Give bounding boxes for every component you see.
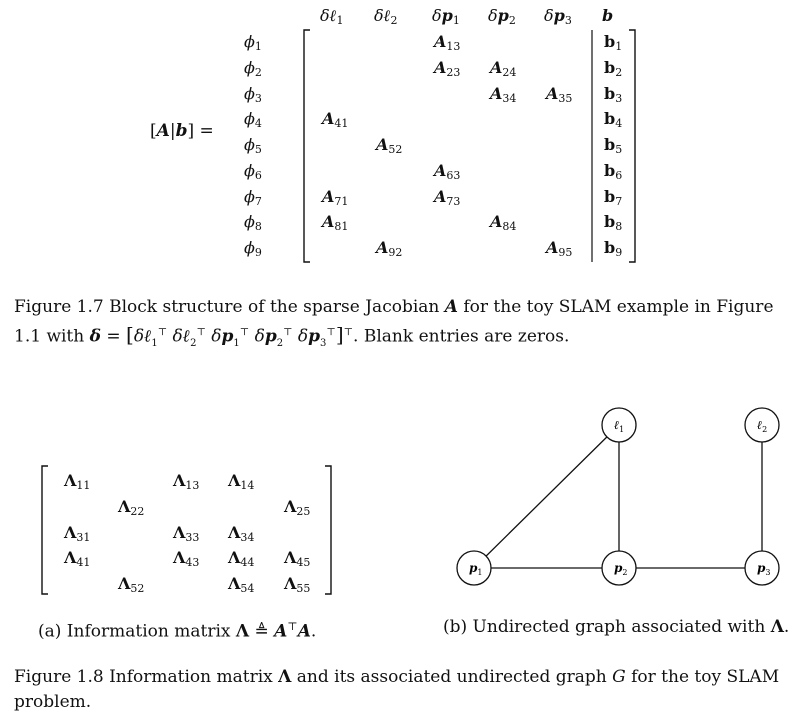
graph-node: p1 [456, 550, 492, 586]
b-entry: b4 [604, 109, 623, 131]
jacobian-block: A73 [434, 187, 461, 209]
jacobian-block: A52 [376, 135, 403, 157]
lambda-block: Λ11 [64, 471, 91, 493]
row-header: ϕ7 [244, 187, 262, 209]
lambda-block: Λ31 [64, 523, 91, 545]
jacobian-block: A92 [376, 238, 403, 260]
lambda-block: Λ44 [228, 548, 255, 570]
b-entry: b1 [604, 32, 623, 54]
jacobian-block: A34 [490, 84, 517, 106]
lhs-label: [A|b] = [150, 121, 214, 141]
subcaption-b: (b) Undirected graph associated with Λ. [443, 617, 790, 637]
subcaption-a: (a) Information matrix Λ ≜ A⊤A. [38, 620, 317, 642]
row-header: ϕ1 [244, 32, 262, 54]
graph-node-label: ℓ1 [614, 418, 624, 434]
column-header: δp1 [432, 6, 460, 28]
jacobian-block: A95 [546, 238, 573, 260]
b-entry: b7 [604, 187, 623, 209]
row-header: ϕ3 [244, 84, 262, 106]
column-header: δℓ2 [374, 6, 398, 28]
row-header: ϕ2 [244, 58, 262, 80]
lambda-block: Λ45 [284, 548, 311, 570]
graph-node-label: ℓ2 [757, 418, 767, 434]
figure-1-7-caption: Figure 1.7 Block structure of the sparse… [14, 297, 774, 350]
lambda-block: Λ14 [228, 471, 255, 493]
column-header: b [602, 6, 614, 25]
jacobian-block: A81 [322, 212, 349, 234]
lambda-block: Λ54 [228, 574, 255, 596]
lambda-block: Λ55 [284, 574, 311, 596]
graph-node: p3 [744, 550, 780, 586]
lambda-block: Λ13 [173, 471, 200, 493]
lambda-block: Λ43 [173, 548, 200, 570]
jacobian-block: A84 [490, 212, 517, 234]
b-entry: b2 [604, 58, 623, 80]
lambda-block: Λ52 [118, 574, 145, 596]
jacobian-block: A13 [434, 32, 461, 54]
row-header: ϕ4 [244, 109, 262, 131]
jacobian-block: A24 [490, 58, 517, 80]
b-entry: b6 [604, 161, 623, 183]
figure-1-8-caption: Figure 1.8 Information matrix Λ and its … [14, 667, 780, 712]
lambda-block: Λ34 [228, 523, 255, 545]
graph-node: ℓ2 [744, 407, 780, 443]
lambda-block: Λ22 [118, 497, 145, 519]
lambda-block: Λ33 [173, 523, 200, 545]
row-header: ϕ5 [244, 135, 262, 157]
b-entry: b8 [604, 212, 623, 234]
jacobian-block: A41 [322, 109, 349, 131]
column-header: δp2 [488, 6, 516, 28]
row-header: ϕ9 [244, 238, 262, 260]
b-entry: b5 [604, 135, 623, 157]
graph-edge [473, 424, 620, 569]
row-header: ϕ8 [244, 212, 262, 234]
lambda-block: Λ41 [64, 548, 91, 570]
b-entry: b9 [604, 238, 623, 260]
jacobian-block: A63 [434, 161, 461, 183]
jacobian-block: A71 [322, 187, 349, 209]
graph-node: p2 [601, 550, 637, 586]
jacobian-block: A23 [434, 58, 461, 80]
column-header: δp3 [544, 6, 572, 28]
column-header: δℓ1 [320, 6, 344, 28]
graph-node: ℓ1 [601, 407, 637, 443]
row-header: ϕ6 [244, 161, 262, 183]
jacobian-block: A35 [546, 84, 573, 106]
b-entry: b3 [604, 84, 623, 106]
lambda-block: Λ25 [284, 497, 311, 519]
